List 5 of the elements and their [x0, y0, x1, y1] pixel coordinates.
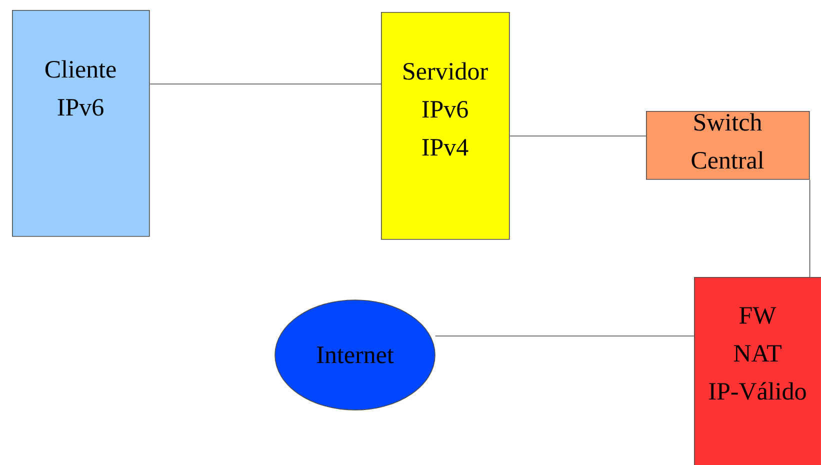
connector-line: [809, 179, 810, 278]
network-box: Servidor IPv6 IPv4: [381, 12, 510, 240]
network-box: Cliente IPv6: [12, 10, 150, 237]
network-box: FW NAT IP-Válido: [694, 277, 821, 465]
network-box: Switch Central: [646, 111, 810, 180]
